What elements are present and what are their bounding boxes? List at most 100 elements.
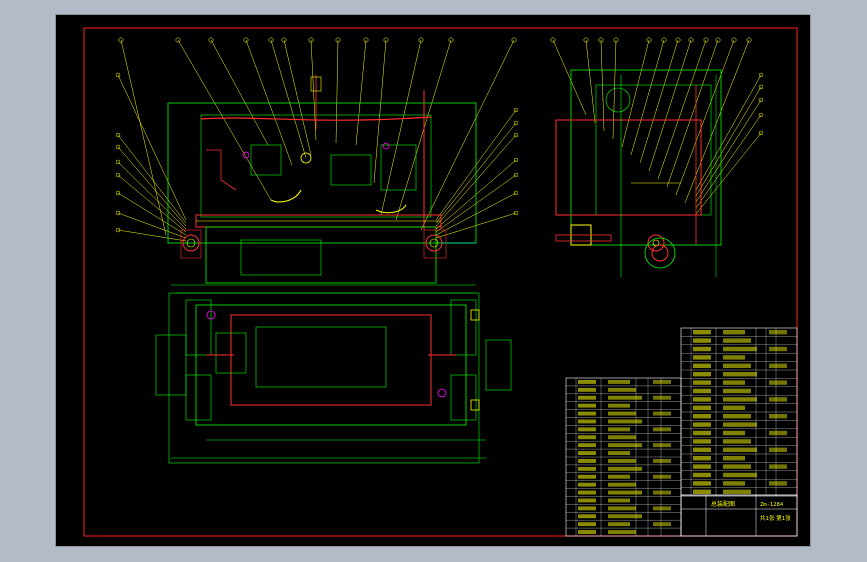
parts-table-cell-fill bbox=[723, 472, 757, 478]
leader-balloon bbox=[675, 37, 681, 43]
parts-table-cell-fill bbox=[693, 363, 711, 368]
leader-line bbox=[117, 134, 187, 224]
parts-table-cell-fill bbox=[693, 338, 711, 343]
leader-line bbox=[684, 39, 750, 204]
leader-balloon bbox=[383, 37, 389, 43]
side-wheel-large-rim bbox=[651, 244, 669, 262]
plan-view bbox=[155, 292, 512, 464]
leader-balloon bbox=[758, 72, 764, 78]
parts-table-cell-fill bbox=[723, 430, 745, 436]
leader-balloon bbox=[513, 132, 519, 138]
leader-line bbox=[657, 39, 707, 180]
parts-table-cell-fill bbox=[578, 443, 596, 448]
parts-table-cell-fill bbox=[578, 522, 596, 527]
leader-balloon bbox=[418, 37, 424, 43]
parts-table-cell-fill bbox=[578, 530, 596, 534]
plan-right-drive bbox=[485, 339, 512, 391]
parts-table-cell-fill bbox=[608, 387, 636, 392]
parts-table-cell-fill bbox=[693, 489, 711, 494]
leader-line bbox=[675, 39, 735, 196]
leader-balloon bbox=[715, 37, 721, 43]
leader-balloon bbox=[115, 172, 121, 178]
parts-table-cell-fill bbox=[608, 490, 642, 495]
side-outer-frame bbox=[570, 69, 722, 246]
leader-line bbox=[585, 39, 596, 124]
parts-table-cell-fill bbox=[723, 439, 751, 444]
plan-stop-top bbox=[470, 309, 480, 321]
parts-table-cell-fill bbox=[608, 522, 630, 527]
parts-table-cell-fill bbox=[769, 330, 787, 335]
leader-balloon bbox=[335, 37, 341, 43]
parts-table-cell-fill bbox=[578, 380, 596, 384]
parts-table-cell-fill bbox=[578, 514, 596, 519]
parts-table-cell-fill bbox=[769, 363, 787, 368]
parts-table-cell-fill bbox=[769, 430, 787, 436]
hook-right bbox=[375, 204, 407, 214]
parts-table-cell-fill bbox=[693, 355, 711, 360]
parts-table-cell-fill bbox=[723, 464, 751, 469]
leader-line bbox=[639, 39, 679, 164]
drawing-number: Zm-1284 bbox=[760, 502, 784, 508]
parts-table-cell-fill bbox=[608, 403, 630, 408]
parts-table-cell-fill bbox=[608, 380, 630, 384]
sheet-border bbox=[83, 27, 798, 537]
leader-line bbox=[552, 39, 587, 116]
leader-balloon bbox=[281, 37, 287, 43]
parts-table-cell-fill bbox=[693, 405, 711, 410]
front-part-c bbox=[380, 144, 417, 191]
side-view-leaders bbox=[550, 37, 764, 215]
plan-envelope bbox=[168, 292, 480, 464]
leader-balloon bbox=[115, 144, 121, 150]
leader-balloon bbox=[268, 37, 274, 43]
parts-table-cell-fill bbox=[769, 464, 787, 469]
parts-table-cell-fill bbox=[608, 427, 630, 432]
leader-line bbox=[695, 99, 762, 203]
leader-balloon bbox=[598, 37, 604, 43]
leader-balloon bbox=[363, 37, 369, 43]
parts-table-cell-fill bbox=[723, 330, 745, 335]
leader-balloon bbox=[513, 172, 519, 178]
parts-table-cell-fill bbox=[769, 414, 787, 419]
plan-left-truck bbox=[185, 299, 212, 356]
parts-table-cell-fill bbox=[693, 464, 711, 469]
leader-balloon bbox=[550, 37, 556, 43]
parts-table-cell-fill bbox=[653, 443, 671, 448]
leader-line bbox=[621, 39, 650, 148]
parts-table-cell-fill bbox=[769, 447, 787, 452]
leader-balloon bbox=[758, 97, 764, 103]
parts-table-cell-fill bbox=[723, 456, 745, 461]
leader-balloon bbox=[511, 37, 517, 43]
parts-table-cell-fill bbox=[608, 482, 636, 487]
leader-line bbox=[117, 161, 187, 230]
hook-left bbox=[270, 189, 302, 203]
parts-table-cell-fill bbox=[693, 456, 711, 461]
leader-line bbox=[355, 39, 367, 146]
front-lower-window bbox=[240, 239, 322, 276]
leader-balloon bbox=[208, 37, 214, 43]
leader-line bbox=[373, 39, 387, 184]
front-view-leaders bbox=[115, 37, 519, 242]
drawing-viewport[interactable]: 总装配图 Zm-1284 共1张 第1张 bbox=[55, 14, 811, 547]
leader-balloon bbox=[613, 37, 619, 43]
parts-table-cell-fill bbox=[769, 397, 787, 402]
leader-line bbox=[120, 39, 167, 236]
parts-table-cell-fill bbox=[653, 427, 671, 432]
leader-balloon bbox=[758, 130, 764, 136]
parts-table-cell-fill bbox=[723, 405, 745, 410]
leader-line bbox=[612, 39, 617, 140]
leader-line bbox=[245, 39, 293, 166]
front-upper-frame bbox=[167, 102, 477, 244]
leader-line bbox=[310, 39, 317, 141]
pivot-mid bbox=[300, 152, 312, 164]
front-inner-frame bbox=[200, 114, 432, 218]
leader-line bbox=[117, 146, 187, 227]
front-wheel-right-hub bbox=[429, 238, 439, 248]
front-wheel-left bbox=[182, 234, 200, 252]
leader-line bbox=[648, 39, 692, 172]
leader-balloon bbox=[758, 84, 764, 90]
left-end-truck bbox=[180, 229, 202, 259]
parts-table-cell-fill bbox=[723, 481, 745, 486]
parts-table-cell-fill bbox=[723, 447, 757, 452]
parts-table-cell-fill bbox=[578, 403, 596, 408]
parts-table-cell-fill bbox=[578, 395, 596, 400]
